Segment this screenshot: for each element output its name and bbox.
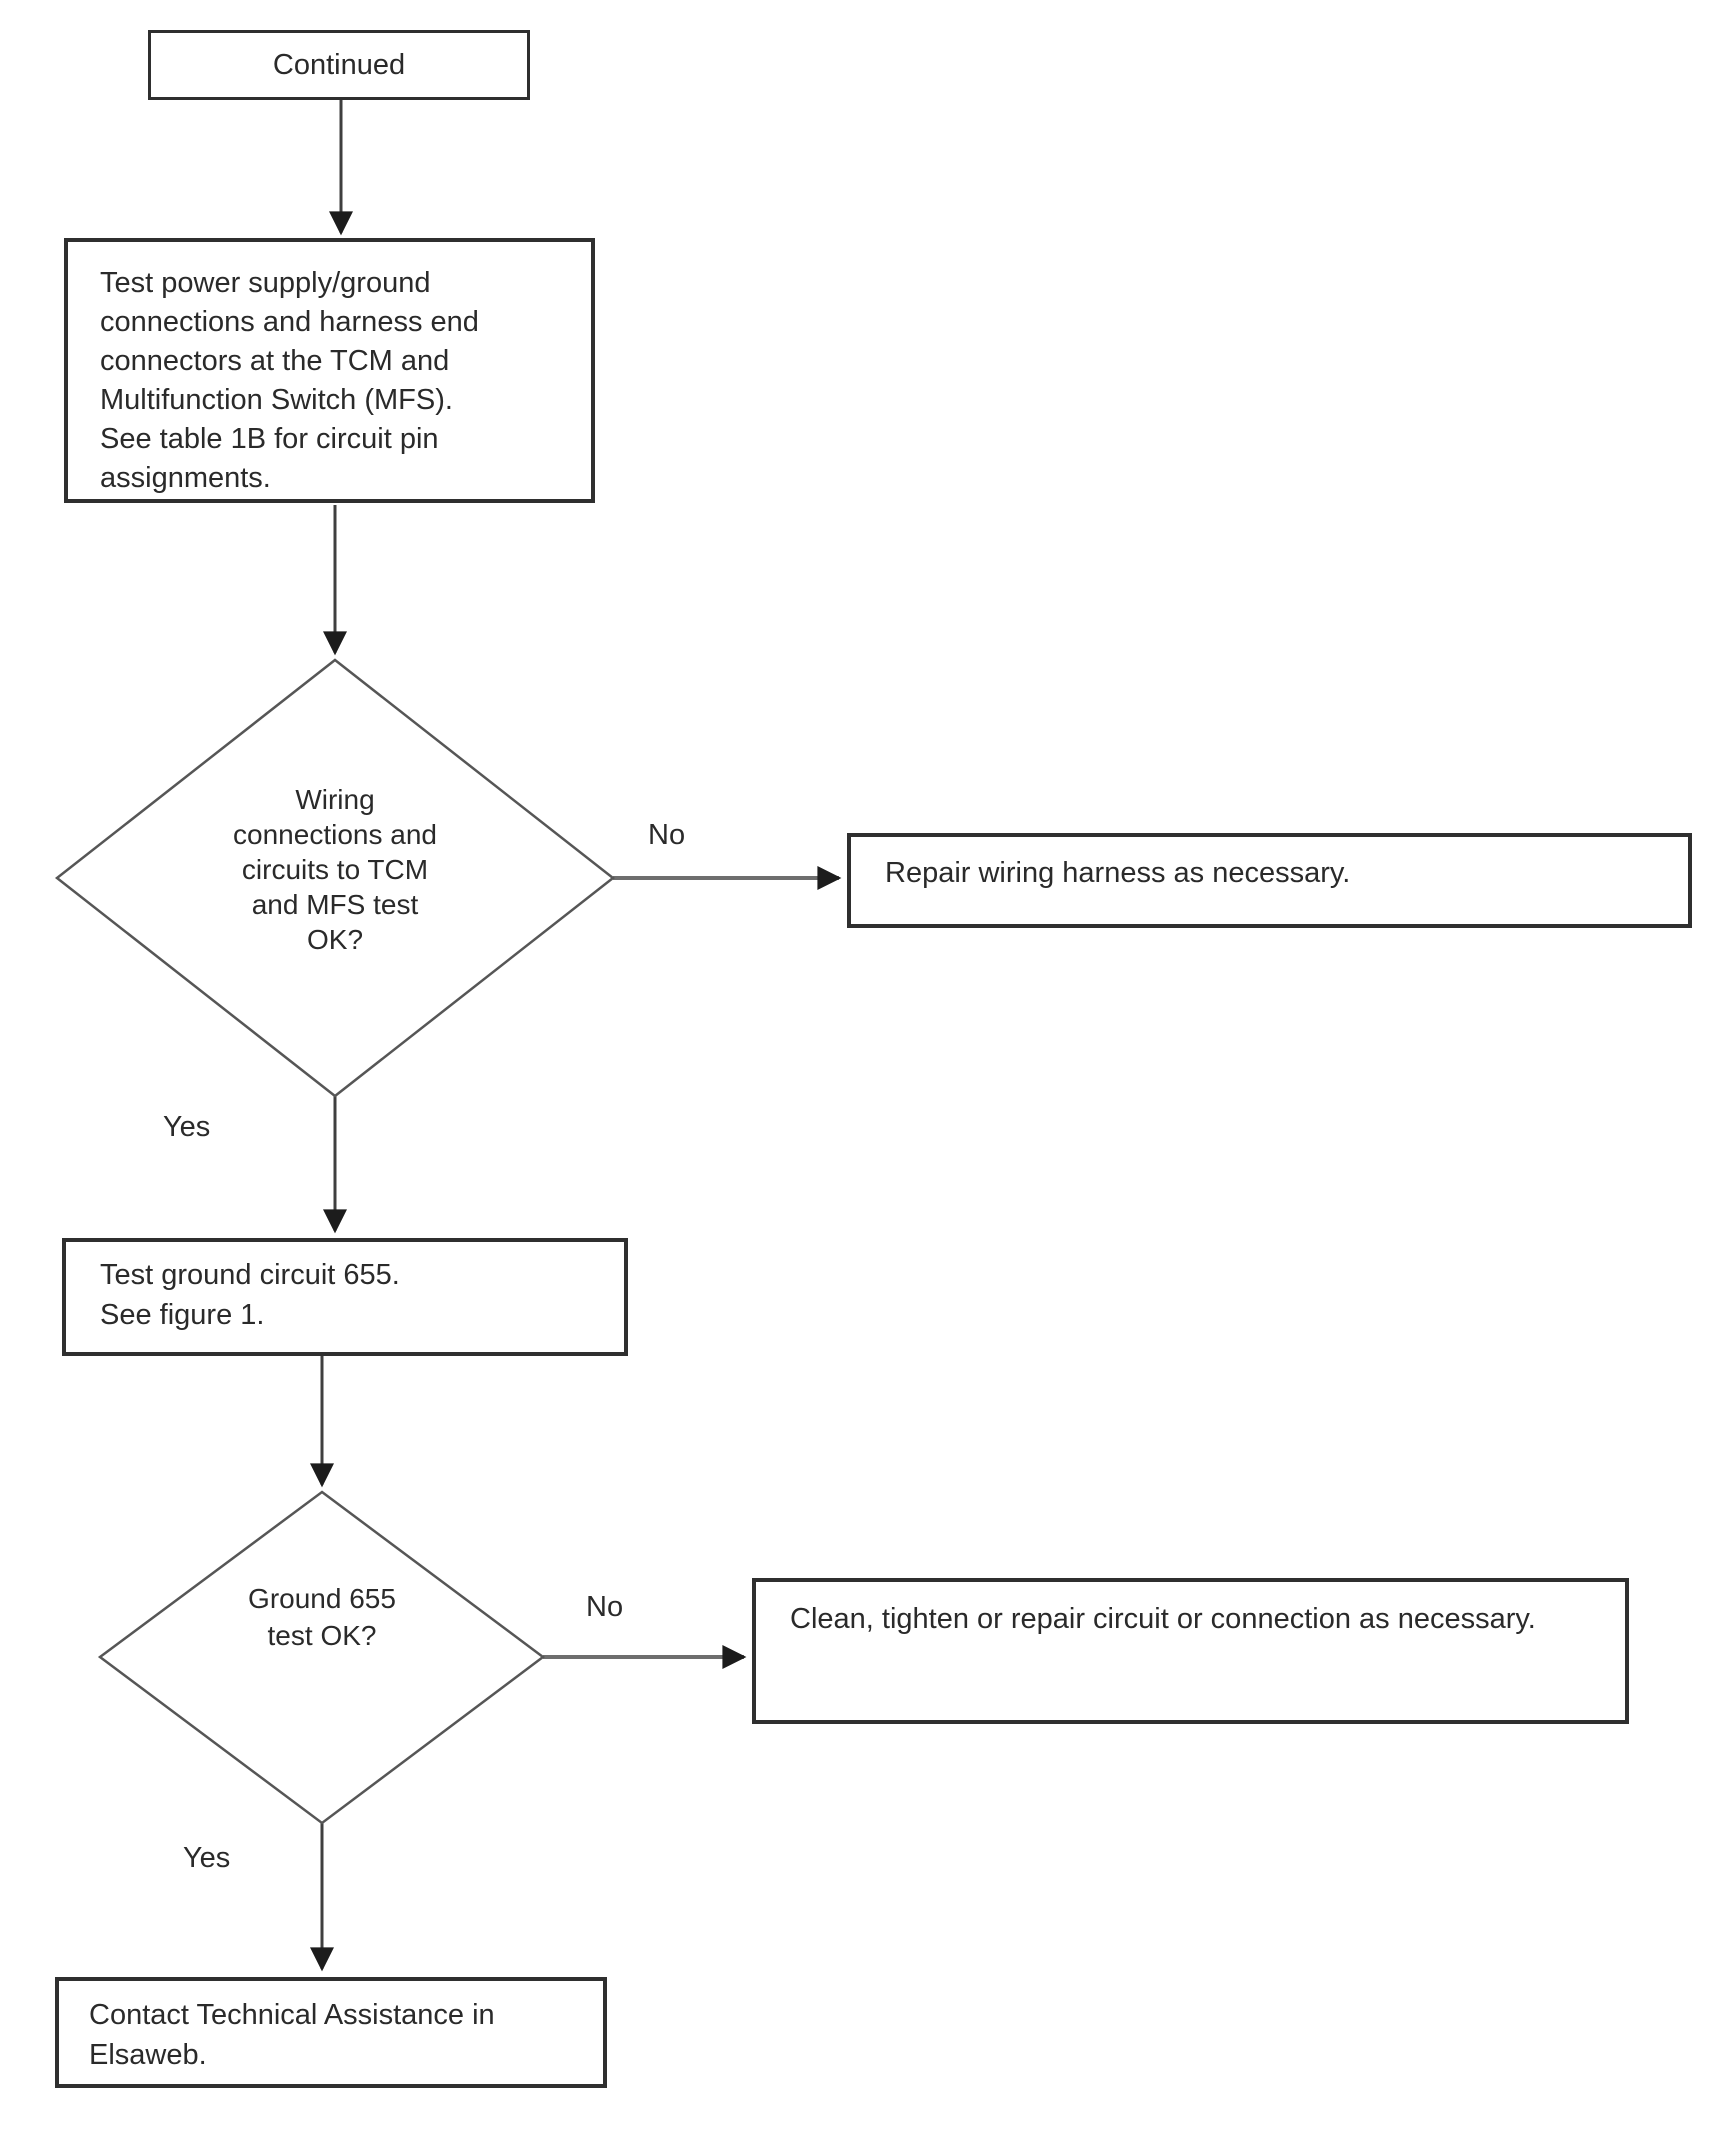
node-contact-technical-assistance: Contact Technical Assistance in Elsaweb. xyxy=(55,1977,607,2088)
node-test-ground-circuit: Test ground circuit 655. See figure 1. xyxy=(62,1238,628,1356)
decision-ground-655-text: Ground 655 test OK? xyxy=(248,1583,396,1651)
edge-label-ground-yes: Yes xyxy=(183,1842,231,1874)
decision-diamond-wiring-shape xyxy=(54,658,616,1098)
edge-label-wiring-yes: Yes xyxy=(163,1111,211,1143)
decision-wiring-connections-text: Wiring connections and circuits to TCM a… xyxy=(233,784,437,955)
node-clean-tighten-repair: Clean, tighten or repair circuit or conn… xyxy=(752,1578,1629,1724)
decision-diamond-ground-shape xyxy=(97,1490,546,1825)
node-test-power-supply: Test power supply/ground connections and… xyxy=(64,238,595,503)
node-repair-wiring-harness: Repair wiring harness as necessary. xyxy=(847,833,1692,928)
edge-label-ground-no: No xyxy=(586,1591,624,1623)
node-continued: Continued xyxy=(148,30,530,100)
edge-label-wiring-no: No xyxy=(648,819,686,851)
